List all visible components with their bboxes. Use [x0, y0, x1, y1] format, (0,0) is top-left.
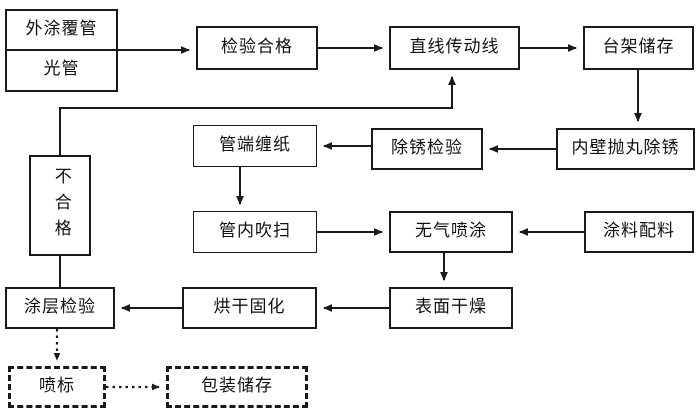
node-linear-transmission-line-label: 直线传动线: [409, 37, 500, 58]
node-coating-batching-label: 涂料配料: [603, 221, 675, 242]
node-inspection-pass[interactable]: 检验合格: [196, 26, 318, 70]
node-packaging-storage[interactable]: 包装储存: [166, 366, 308, 408]
node-surface-drying[interactable]: 表面干燥: [389, 287, 513, 329]
node-reject-unqualified-label: 不合格: [50, 166, 71, 245]
node-input-pipe-bare-label: 光管: [43, 59, 80, 80]
node-rust-removal-inspection[interactable]: 除锈检验: [371, 128, 483, 170]
node-linear-transmission-line[interactable]: 直线传动线: [389, 26, 520, 70]
node-pipe-interior-purging[interactable]: 管内吹扫: [193, 211, 317, 253]
node-reject-unqualified[interactable]: 不合格: [29, 155, 91, 256]
node-spray-marking-label: 喷标: [39, 376, 75, 397]
node-packaging-storage-label: 包装储存: [201, 376, 273, 397]
node-drying-curing-label: 烘干固化: [213, 297, 286, 318]
node-pipe-end-paper-wrapping[interactable]: 管端缠纸: [193, 125, 317, 167]
node-rack-storage-label: 台架储存: [602, 37, 675, 58]
node-rack-storage[interactable]: 台架储存: [583, 26, 694, 70]
node-coating-inspection-label: 涂层检验: [24, 297, 96, 318]
node-spray-marking[interactable]: 喷标: [8, 366, 106, 408]
node-coating-batching[interactable]: 涂料配料: [584, 211, 694, 253]
node-airless-spraying-label: 无气喷涂: [415, 221, 487, 242]
node-input-pipe-coated-label: 外涂覆管: [7, 11, 116, 51]
node-inspection-pass-label: 检验合格: [221, 37, 293, 58]
node-inner-wall-shot-blasting[interactable]: 内壁抛丸除锈: [556, 128, 695, 170]
node-drying-curing[interactable]: 烘干固化: [182, 287, 317, 329]
node-airless-spraying[interactable]: 无气喷涂: [389, 211, 513, 253]
node-input-pipe[interactable]: 外涂覆管 光管: [5, 9, 118, 92]
node-pipe-interior-purging-label: 管内吹扫: [219, 221, 291, 242]
node-inner-wall-shot-blasting-label: 内壁抛丸除锈: [571, 138, 680, 159]
node-coating-inspection[interactable]: 涂层检验: [5, 287, 115, 329]
node-surface-drying-label: 表面干燥: [415, 297, 487, 318]
node-rust-removal-inspection-label: 除锈检验: [391, 138, 463, 159]
node-pipe-end-paper-wrapping-label: 管端缠纸: [219, 135, 291, 156]
